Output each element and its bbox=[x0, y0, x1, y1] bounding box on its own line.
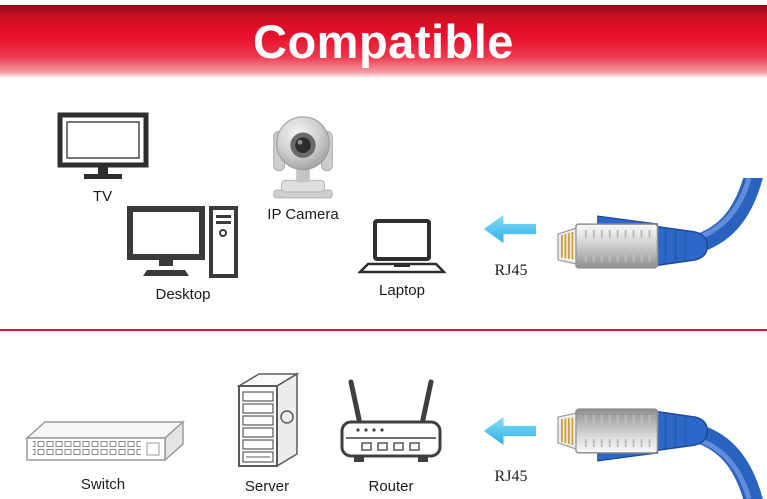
banner-title: Compatible bbox=[253, 14, 514, 68]
tv-icon bbox=[57, 112, 148, 179]
banner: Compatible bbox=[0, 5, 767, 77]
rj45-cable-image-top bbox=[548, 171, 767, 309]
server-label: Server bbox=[244, 478, 290, 495]
left-arrow-icon bbox=[483, 417, 537, 450]
device-desktop: Desktop bbox=[126, 206, 240, 303]
device-server: Server bbox=[228, 370, 306, 495]
router-icon bbox=[340, 379, 442, 462]
switch-icon bbox=[25, 420, 185, 462]
device-ip-camera: IP Camera bbox=[260, 106, 346, 223]
router-label: Router bbox=[368, 478, 414, 495]
device-switch: Switch bbox=[18, 408, 188, 493]
device-tv: TV bbox=[55, 112, 150, 205]
laptop-icon bbox=[358, 219, 446, 274]
rj45-cable-image-bottom bbox=[548, 373, 767, 499]
ip-camera-icon bbox=[273, 116, 333, 199]
server-icon bbox=[236, 372, 300, 468]
rj45-label-bottom: RJ45 bbox=[494, 468, 528, 485]
device-router: Router bbox=[338, 374, 444, 495]
desktop-icon bbox=[127, 206, 238, 278]
section-divider bbox=[0, 329, 767, 331]
tv-label: TV bbox=[92, 188, 113, 205]
rj45-label-top: RJ45 bbox=[494, 262, 528, 279]
left-arrow-icon bbox=[483, 215, 537, 248]
ip-camera-label: IP Camera bbox=[267, 206, 339, 223]
desktop-label: Desktop bbox=[155, 286, 211, 303]
switch-label: Switch bbox=[80, 476, 126, 493]
device-laptop: Laptop bbox=[358, 218, 446, 299]
laptop-label: Laptop bbox=[379, 282, 425, 299]
